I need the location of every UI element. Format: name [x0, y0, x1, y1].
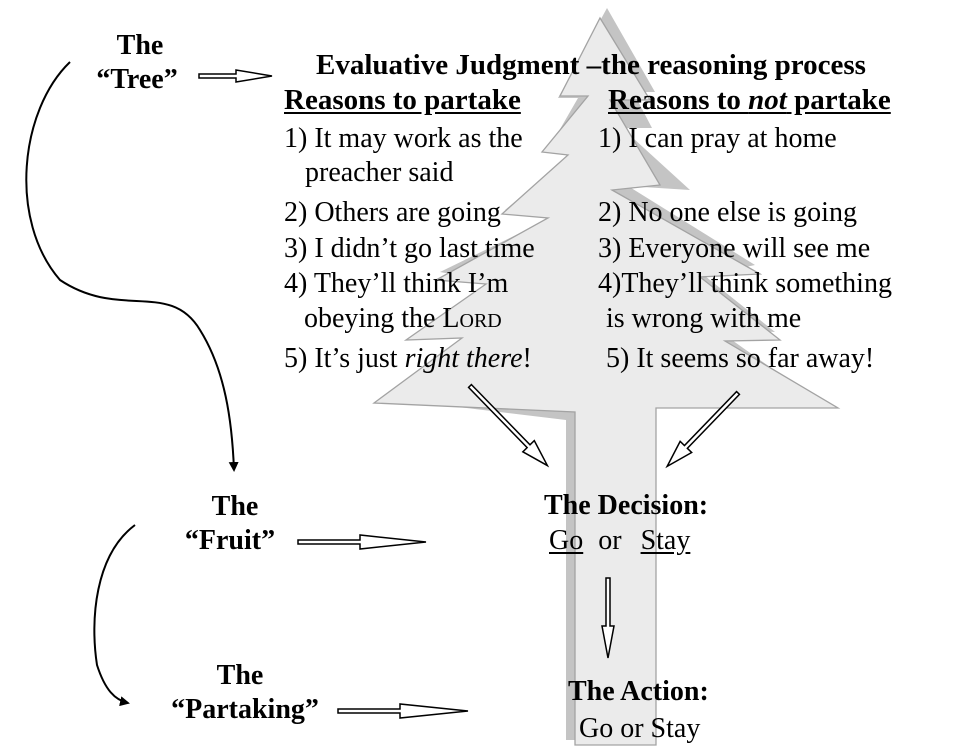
right-item-4-cont: is wrong with me — [606, 303, 802, 334]
left-reasons-arrow — [467, 383, 550, 468]
left-column-header: Reasons to partake — [284, 84, 521, 116]
fruit-label-line1: The — [211, 491, 259, 522]
decision-option-stay: Stay — [640, 525, 691, 556]
decision-options: Go or Stay — [549, 527, 690, 555]
right-item-4: 4)They’ll think something — [598, 268, 892, 299]
tree-to-fruit-curve — [25, 61, 239, 472]
right-header-post: partake — [786, 84, 891, 116]
action-title: The Action: — [568, 676, 709, 707]
right-header-pre: Reasons to — [608, 84, 749, 116]
left-item-5: 5) It’s just right there! — [284, 345, 532, 373]
right-item-3: 3) Everyone will see me — [598, 233, 871, 264]
fruit-pointer-arrow — [297, 534, 427, 550]
fruit-label-line2: “Fruit” — [184, 525, 276, 556]
left-item-5-end: ! — [522, 343, 532, 374]
left-item-4: 4) They’ll think I’m — [284, 268, 509, 299]
tree-shape — [372, 16, 841, 746]
right-item-2: 2) No one else is going — [598, 197, 857, 228]
right-item-1: 1) I can pray at home — [598, 123, 837, 154]
left-item-1-cont: preacher said — [305, 157, 454, 188]
fruit-to-partaking-curve — [93, 524, 136, 707]
partaking-pointer-arrow — [337, 703, 469, 719]
right-column-header: Reasons to not partake — [608, 86, 891, 115]
left-item-2: 2) Others are going — [284, 197, 501, 228]
decision-or: or — [598, 525, 622, 556]
right-header-em: not — [748, 84, 787, 116]
diagram-title: Evaluative Judgment –the reasoning proce… — [316, 49, 866, 81]
decision-to-action-arrow — [601, 577, 615, 659]
left-item-4-cont: obeying the Lord — [304, 305, 502, 333]
lord-word: Lord — [442, 303, 502, 334]
decision-title: The Decision: — [544, 490, 709, 521]
left-item-5-text: 5) It’s just — [284, 343, 405, 374]
left-item-5-emphasis: right there — [404, 343, 523, 374]
right-reasons-arrow — [665, 390, 741, 469]
left-item-1: 1) It may work as the — [284, 123, 523, 154]
action-text: Go or Stay — [579, 713, 701, 744]
decision-option-go: Go — [549, 525, 584, 556]
partaking-label-line2: “Partaking” — [171, 694, 319, 725]
partaking-label-line1: The — [216, 660, 264, 691]
left-item-3: 3) I didn’t go last time — [284, 233, 535, 264]
partaking-label: The “Partaking” — [155, 662, 335, 724]
tree-label-line2: “Tree” — [96, 64, 178, 95]
fruit-label: The “Fruit” — [160, 493, 310, 555]
left-item-4-cont-text: obeying the — [304, 303, 443, 334]
tree-label-line1: The — [116, 30, 164, 61]
tree-label: The “Tree” — [70, 32, 210, 94]
tree-pointer-arrow — [198, 69, 273, 83]
right-item-5: 5) It seems so far away! — [606, 343, 875, 374]
